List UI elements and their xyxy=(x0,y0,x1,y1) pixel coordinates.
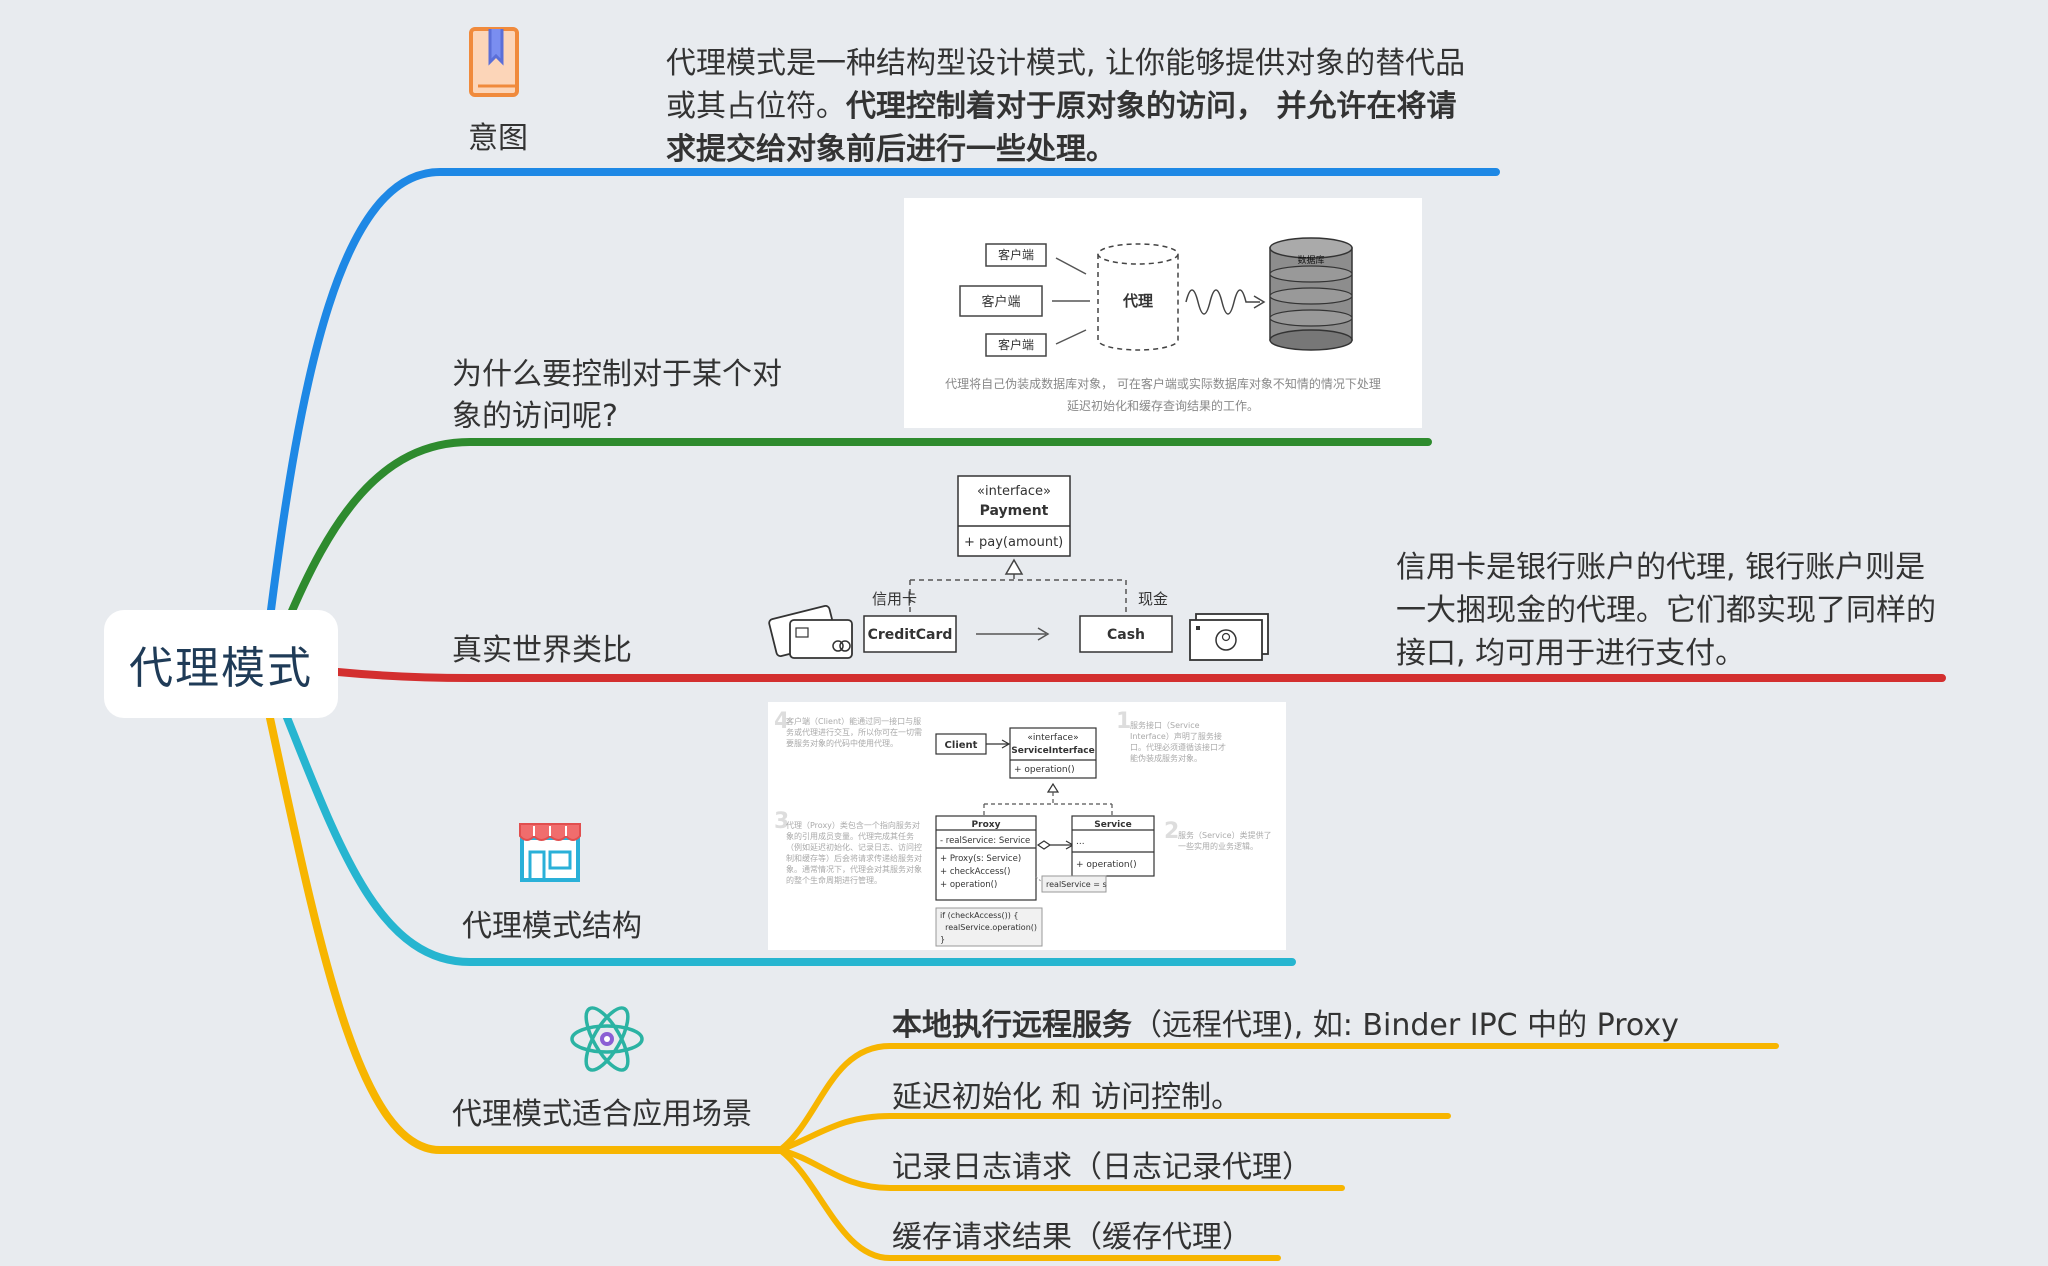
usage-sub-branches xyxy=(777,1043,1779,1261)
proxy-structure-uml: 4 客户端（Client）能通过同一接口与服务或代理进行交互，所以你可在一切需要… xyxy=(768,702,1286,950)
note-4: 客户端（Client）能通过同一接口与服务或代理进行交互，所以你可在一切需要服务… xyxy=(786,717,922,748)
bookmark-book-icon xyxy=(468,26,520,98)
usage-line-4 xyxy=(777,1147,1281,1261)
client-box-1: 客户端 xyxy=(985,243,1047,267)
storefront-icon xyxy=(516,820,584,884)
uml-client-box: Client xyxy=(935,733,987,755)
uml-proxy-method-1: + Proxy(s: Service) xyxy=(940,854,1021,864)
note-num-3: 3 xyxy=(774,809,789,834)
payment-name: Payment xyxy=(980,503,1049,519)
proxy-database-diagram: 客户端 客户端 客户端 代理 数据库 xyxy=(904,198,1422,428)
database-label: 数据库 xyxy=(1297,254,1324,266)
uml-service-box: Service ... + operation() xyxy=(1071,815,1155,877)
client-box-2: 客户端 xyxy=(959,285,1043,317)
uml-iface-stereotype: «interface» xyxy=(1027,733,1078,743)
payment-stereotype: «interface» xyxy=(977,484,1051,499)
branch-label-structure[interactable]: 代理模式结构 xyxy=(462,909,642,944)
payment-uml-diagram: «interface» Payment + pay(amount) 信用卡 现金… xyxy=(768,470,1274,670)
usage-item-2[interactable]: 延迟初始化 和 访问控制。 xyxy=(892,1072,1241,1116)
intent-text-bold: 代理控制着对于原对象的访问， 并允许在将请求提交给对象前后进行一些处理。 xyxy=(666,89,1457,167)
usage-line-2 xyxy=(777,1113,1451,1153)
atom-icon xyxy=(568,998,646,1080)
branch-label-why[interactable]: 为什么要控制对于某个对象的访问呢? xyxy=(452,354,792,438)
client-arrows xyxy=(1052,257,1090,345)
proxy-caption-1: 代理将自己伪装成数据库对象， 可在客户端或实际数据库对象不知情的情况下处理 xyxy=(945,376,1381,391)
uml-code-1: if (checkAccess()) { xyxy=(940,911,1019,920)
note-num-2: 2 xyxy=(1164,819,1179,844)
root-label: 代理模式 xyxy=(129,643,313,694)
branch-label-usage[interactable]: 代理模式适合应用场景 xyxy=(452,1097,752,1132)
why-label-text: 为什么要控制对于某个对象的访问呢? xyxy=(452,357,782,434)
credit-card-icon xyxy=(768,605,853,659)
payment-method: + pay(amount) xyxy=(964,535,1063,550)
client-label-2: 客户端 xyxy=(981,294,1020,310)
client-box-3: 客户端 xyxy=(985,333,1047,357)
branch-label-intent[interactable]: 意图 xyxy=(468,121,528,156)
usage-item-3[interactable]: 记录日志请求（日志记录代理） xyxy=(892,1142,1312,1186)
intent-text-plain: 代理模式是一种结构型设计模式, 让你能够提供对象的替代品或其占位符。 xyxy=(666,46,1466,124)
note-3: 代理（Proxy）类包含一个指向服务对象的引用成员变量。代理完成其任务（例如延迟… xyxy=(786,821,922,885)
uml-note-code: if (checkAccess()) { realService.operati… xyxy=(935,907,1043,947)
uml-code-3: } xyxy=(940,935,945,944)
uml-service-method: + operation() xyxy=(1076,860,1137,870)
branch-label-analogy[interactable]: 真实世界类比 xyxy=(452,633,632,668)
analogy-description: 信用卡是银行账户的代理, 银行账户则是一大捆现金的代理。它们都实现了同样的接口,… xyxy=(1396,550,1936,671)
uml-proxy-method-3: + operation() xyxy=(940,880,997,890)
cash-bills-icon xyxy=(1189,613,1269,661)
wave-connection xyxy=(1185,289,1260,315)
usage-line-3 xyxy=(777,1147,1345,1191)
usage-line-1 xyxy=(777,1043,1779,1153)
credit-label: 信用卡 xyxy=(872,590,917,608)
root-node[interactable]: 代理模式 xyxy=(104,610,338,718)
usage-item-1[interactable]: 本地执行远程服务（远程代理), 如: Binder IPC 中的 Proxy xyxy=(892,1000,1679,1044)
uml-iface-name: ServiceInterface xyxy=(1011,746,1094,756)
database-stack: 数据库 xyxy=(1269,237,1353,351)
intent-description: 代理模式是一种结构型设计模式, 让你能够提供对象的替代品或其占位符。代理控制着对… xyxy=(666,42,1466,171)
uml-code-2: realService.operation() xyxy=(940,923,1037,932)
uml-proxy-method-2: + checkAccess() xyxy=(940,867,1010,877)
proxy-caption-2: 延迟初始化和缓存查询结果的工作。 xyxy=(1067,398,1259,413)
usage-item-2-text: 延迟初始化 和 访问控制。 xyxy=(892,1080,1242,1115)
note-2: 服务（Service）类提供了一些实用的业务逻辑。 xyxy=(1178,831,1272,851)
note-num-1: 1 xyxy=(1116,709,1131,734)
branch-line-structure xyxy=(282,711,1296,966)
payment-interface-box: «interface» Payment + pay(amount) xyxy=(957,475,1071,557)
branch-line-intent xyxy=(266,168,1500,622)
realization-lines xyxy=(909,574,1127,614)
creditcard-class: CreditCard xyxy=(868,627,953,643)
uml-note-assign: realService = s xyxy=(1035,875,1107,893)
uml-proxy-field: - realService: Service xyxy=(940,836,1030,846)
usage-item-4[interactable]: 缓存请求结果（缓存代理） xyxy=(892,1212,1252,1256)
usage-item-3-text: 记录日志请求（日志记录代理） xyxy=(892,1150,1312,1185)
uml-client: Client xyxy=(945,740,978,751)
proxy-cylinder: 代理 xyxy=(1097,243,1179,351)
usage-item-1-bold: 本地执行远程服务 xyxy=(892,1008,1132,1043)
usage-item-1-text: （远程代理), 如: Binder IPC 中的 Proxy xyxy=(1132,1008,1679,1043)
branch-line-why xyxy=(282,438,1432,629)
branch-line-usage xyxy=(266,714,784,1154)
uml-proxy-box: Proxy - realService: Service + Proxy(s: … xyxy=(935,815,1037,901)
usage-item-4-text: 缓存请求结果（缓存代理） xyxy=(892,1220,1252,1255)
branch-line-analogy xyxy=(334,668,1946,682)
uml-service-name: Service xyxy=(1094,820,1131,830)
note-1: 服务接口（Service Interface）声明了服务接口。代理必须遵循该接口… xyxy=(1130,721,1226,763)
uml-service-interface-box: «interface» ServiceInterface + operation… xyxy=(1009,727,1097,779)
cash-class: Cash xyxy=(1107,627,1145,643)
uml-service-field: ... xyxy=(1076,837,1085,847)
creditcard-class-box: CreditCard xyxy=(863,615,957,653)
client-label-1: 客户端 xyxy=(998,247,1034,262)
uml-proxy-name: Proxy xyxy=(972,820,1001,830)
proxy-label: 代理 xyxy=(1122,292,1153,310)
cash-class-box: Cash xyxy=(1079,615,1173,653)
uml-note-assign-text: realService = s xyxy=(1046,880,1107,889)
uml-iface-method: + operation() xyxy=(1014,765,1075,775)
cash-label: 现金 xyxy=(1138,590,1168,608)
note-num-4: 4 xyxy=(774,709,789,734)
client-label-3: 客户端 xyxy=(998,337,1034,352)
